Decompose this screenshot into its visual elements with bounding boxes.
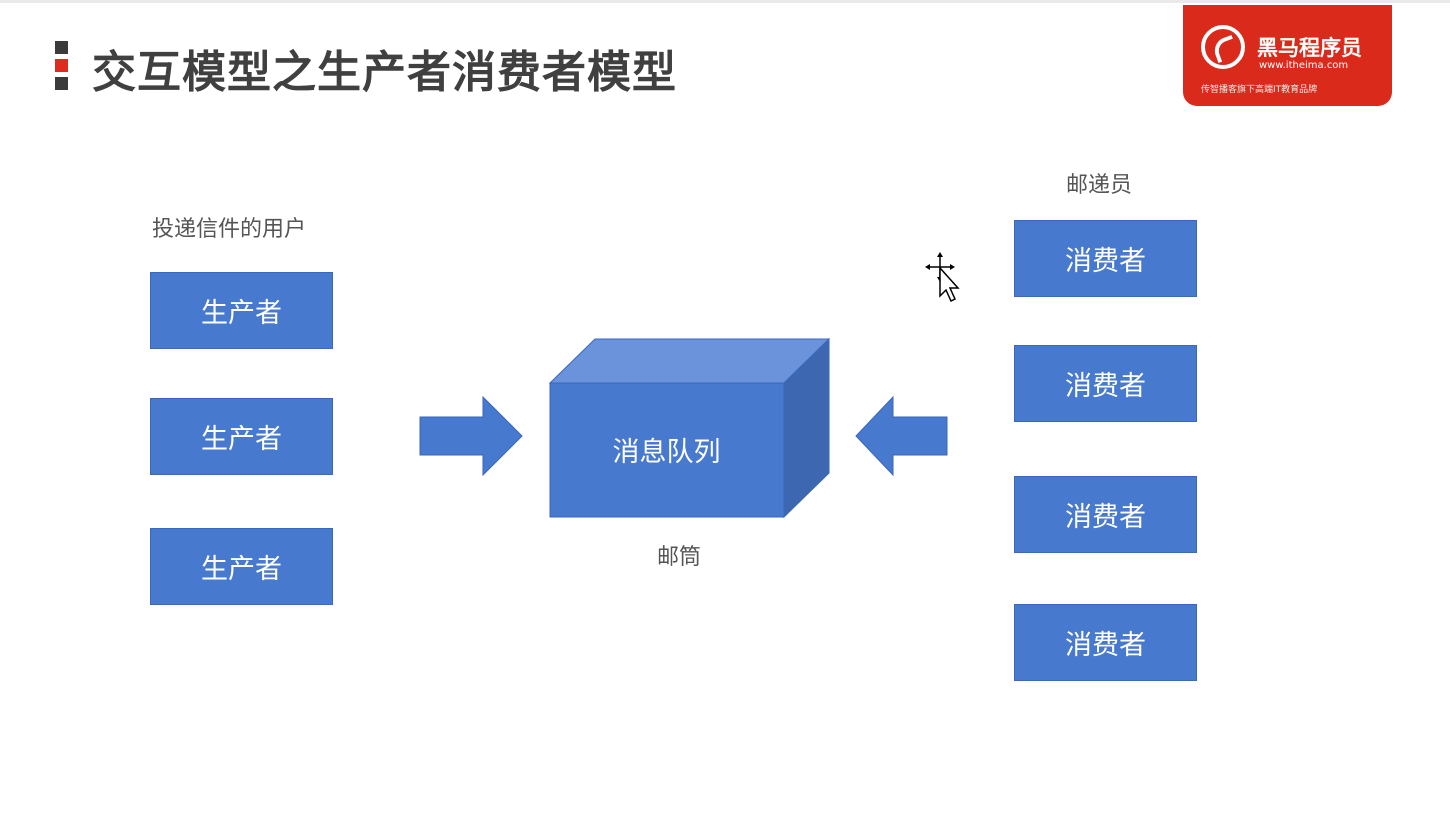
move-cursor-icon [925,252,960,303]
logo-url: www.itheima.com [1259,60,1349,71]
mailbox-caption: 邮筒 [657,545,702,570]
producer-box: 生产者 [150,398,333,475]
logo-name: 黑马程序员 [1257,36,1362,60]
arrow-right-icon [419,396,523,476]
horse-logo-icon [1201,25,1245,69]
title-marker-icon [55,41,68,91]
consumer-box: 消费者 [1014,345,1197,422]
slide-title: 交互模型之生产者消费者模型 [92,47,677,98]
consumers-caption: 邮递员 [1066,173,1133,198]
consumer-box: 消费者 [1014,220,1197,297]
logo-slogan: 传智播客旗下高端IT教育品牌 [1201,85,1318,95]
producer-box: 生产者 [150,272,333,349]
consumer-box: 消费者 [1014,476,1197,553]
message-queue-cube [548,338,830,518]
message-queue-label: 消息队列 [612,437,721,468]
brand-logo: 黑马程序员 www.itheima.com 传智播客旗下高端IT教育品牌 [1183,5,1392,106]
consumer-box: 消费者 [1014,604,1197,681]
producers-caption: 投递信件的用户 [152,217,307,242]
arrow-left-icon [855,396,948,476]
producer-box: 生产者 [150,528,333,605]
top-divider [0,0,1450,3]
